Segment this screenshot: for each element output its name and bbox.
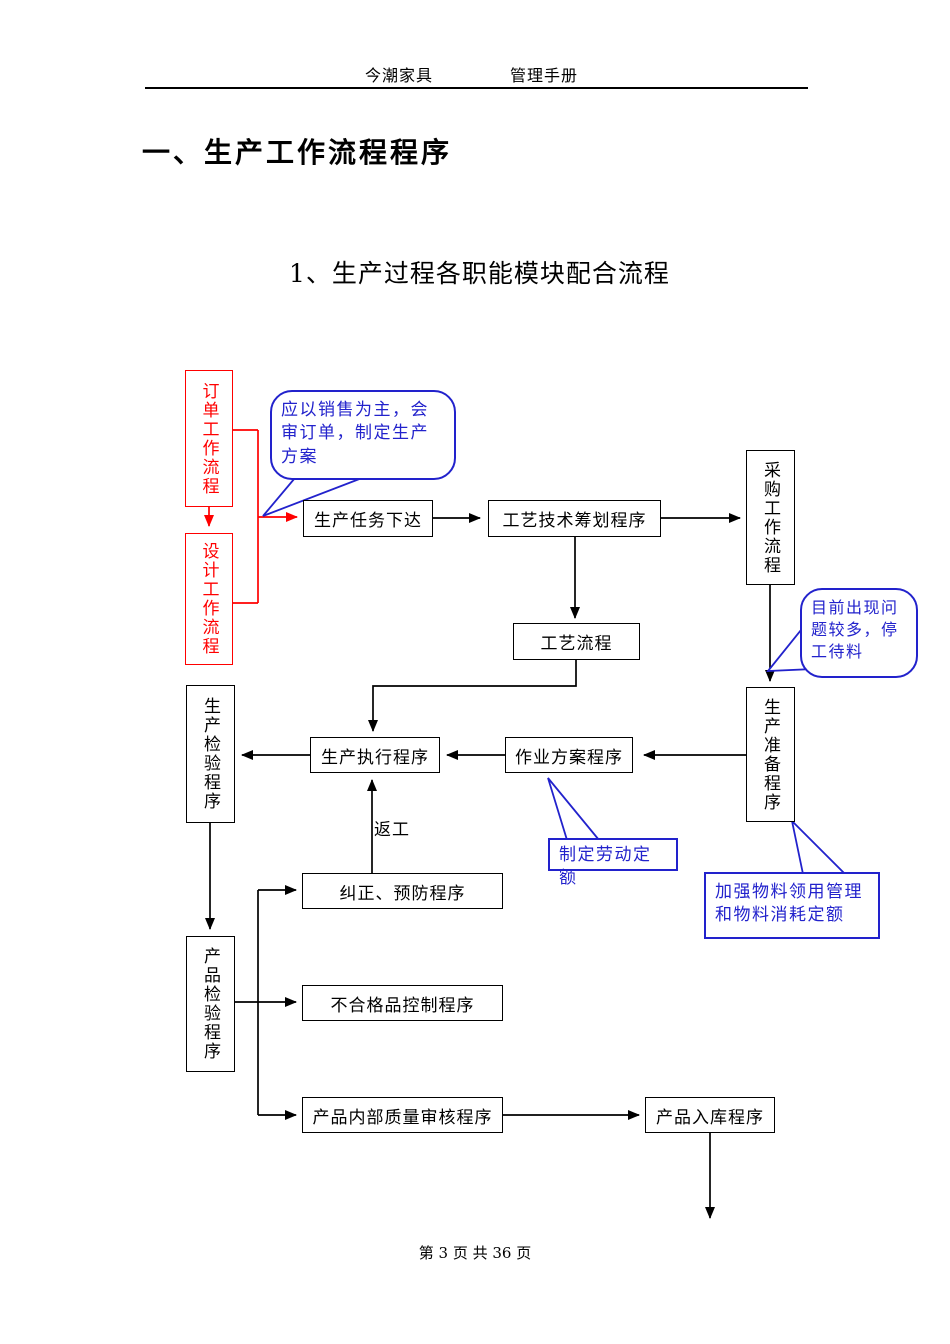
- header-rule: [145, 87, 808, 89]
- box-design-flow: 设计工作流程: [185, 533, 233, 665]
- box-exec-procedure: 生产执行程序: [310, 737, 440, 773]
- box-process-flow: 工艺流程: [513, 623, 640, 660]
- header-manual: 管理手册: [510, 66, 579, 85]
- callout-sales-note: 应以销售为主，会审订单，制定生产方案: [270, 390, 456, 480]
- box-internal-audit: 产品内部质量审核程序: [302, 1097, 503, 1133]
- box-prep-procedure: 生产准备程序: [746, 687, 795, 822]
- box-task-release: 生产任务下达: [303, 500, 433, 537]
- callout-labor-quota: 制定劳动定额: [548, 838, 678, 888]
- box-work-plan: 作业方案程序: [505, 737, 633, 773]
- page-number: 第 3 页 共 36 页: [418, 1244, 532, 1262]
- box-warehousing: 产品入库程序: [645, 1097, 775, 1133]
- box-tech-planning: 工艺技术筹划程序: [488, 500, 661, 537]
- box-order-flow: 订单工作流程: [185, 370, 233, 507]
- callout-shortage-note: 目前出现问题较多，停工待料: [800, 588, 918, 678]
- box-product-inspection: 产品检验程序: [186, 936, 235, 1072]
- box-prod-inspection: 生产检验程序: [186, 685, 235, 823]
- page-title: 一、生产工作流程程序: [142, 136, 453, 169]
- callout-material-quota: 加强物料领用管理和物料消耗定额: [704, 872, 880, 939]
- header-company: 今潮家具: [365, 66, 434, 85]
- section-subtitle: 1、生产过程各职能模块配合流程: [289, 259, 670, 288]
- box-purchase-flow: 采购工作流程: [746, 450, 795, 585]
- label-rework: 返工: [374, 820, 410, 840]
- box-correction: 纠正、预防程序: [302, 873, 503, 909]
- box-nonconforming: 不合格品控制程序: [302, 985, 503, 1021]
